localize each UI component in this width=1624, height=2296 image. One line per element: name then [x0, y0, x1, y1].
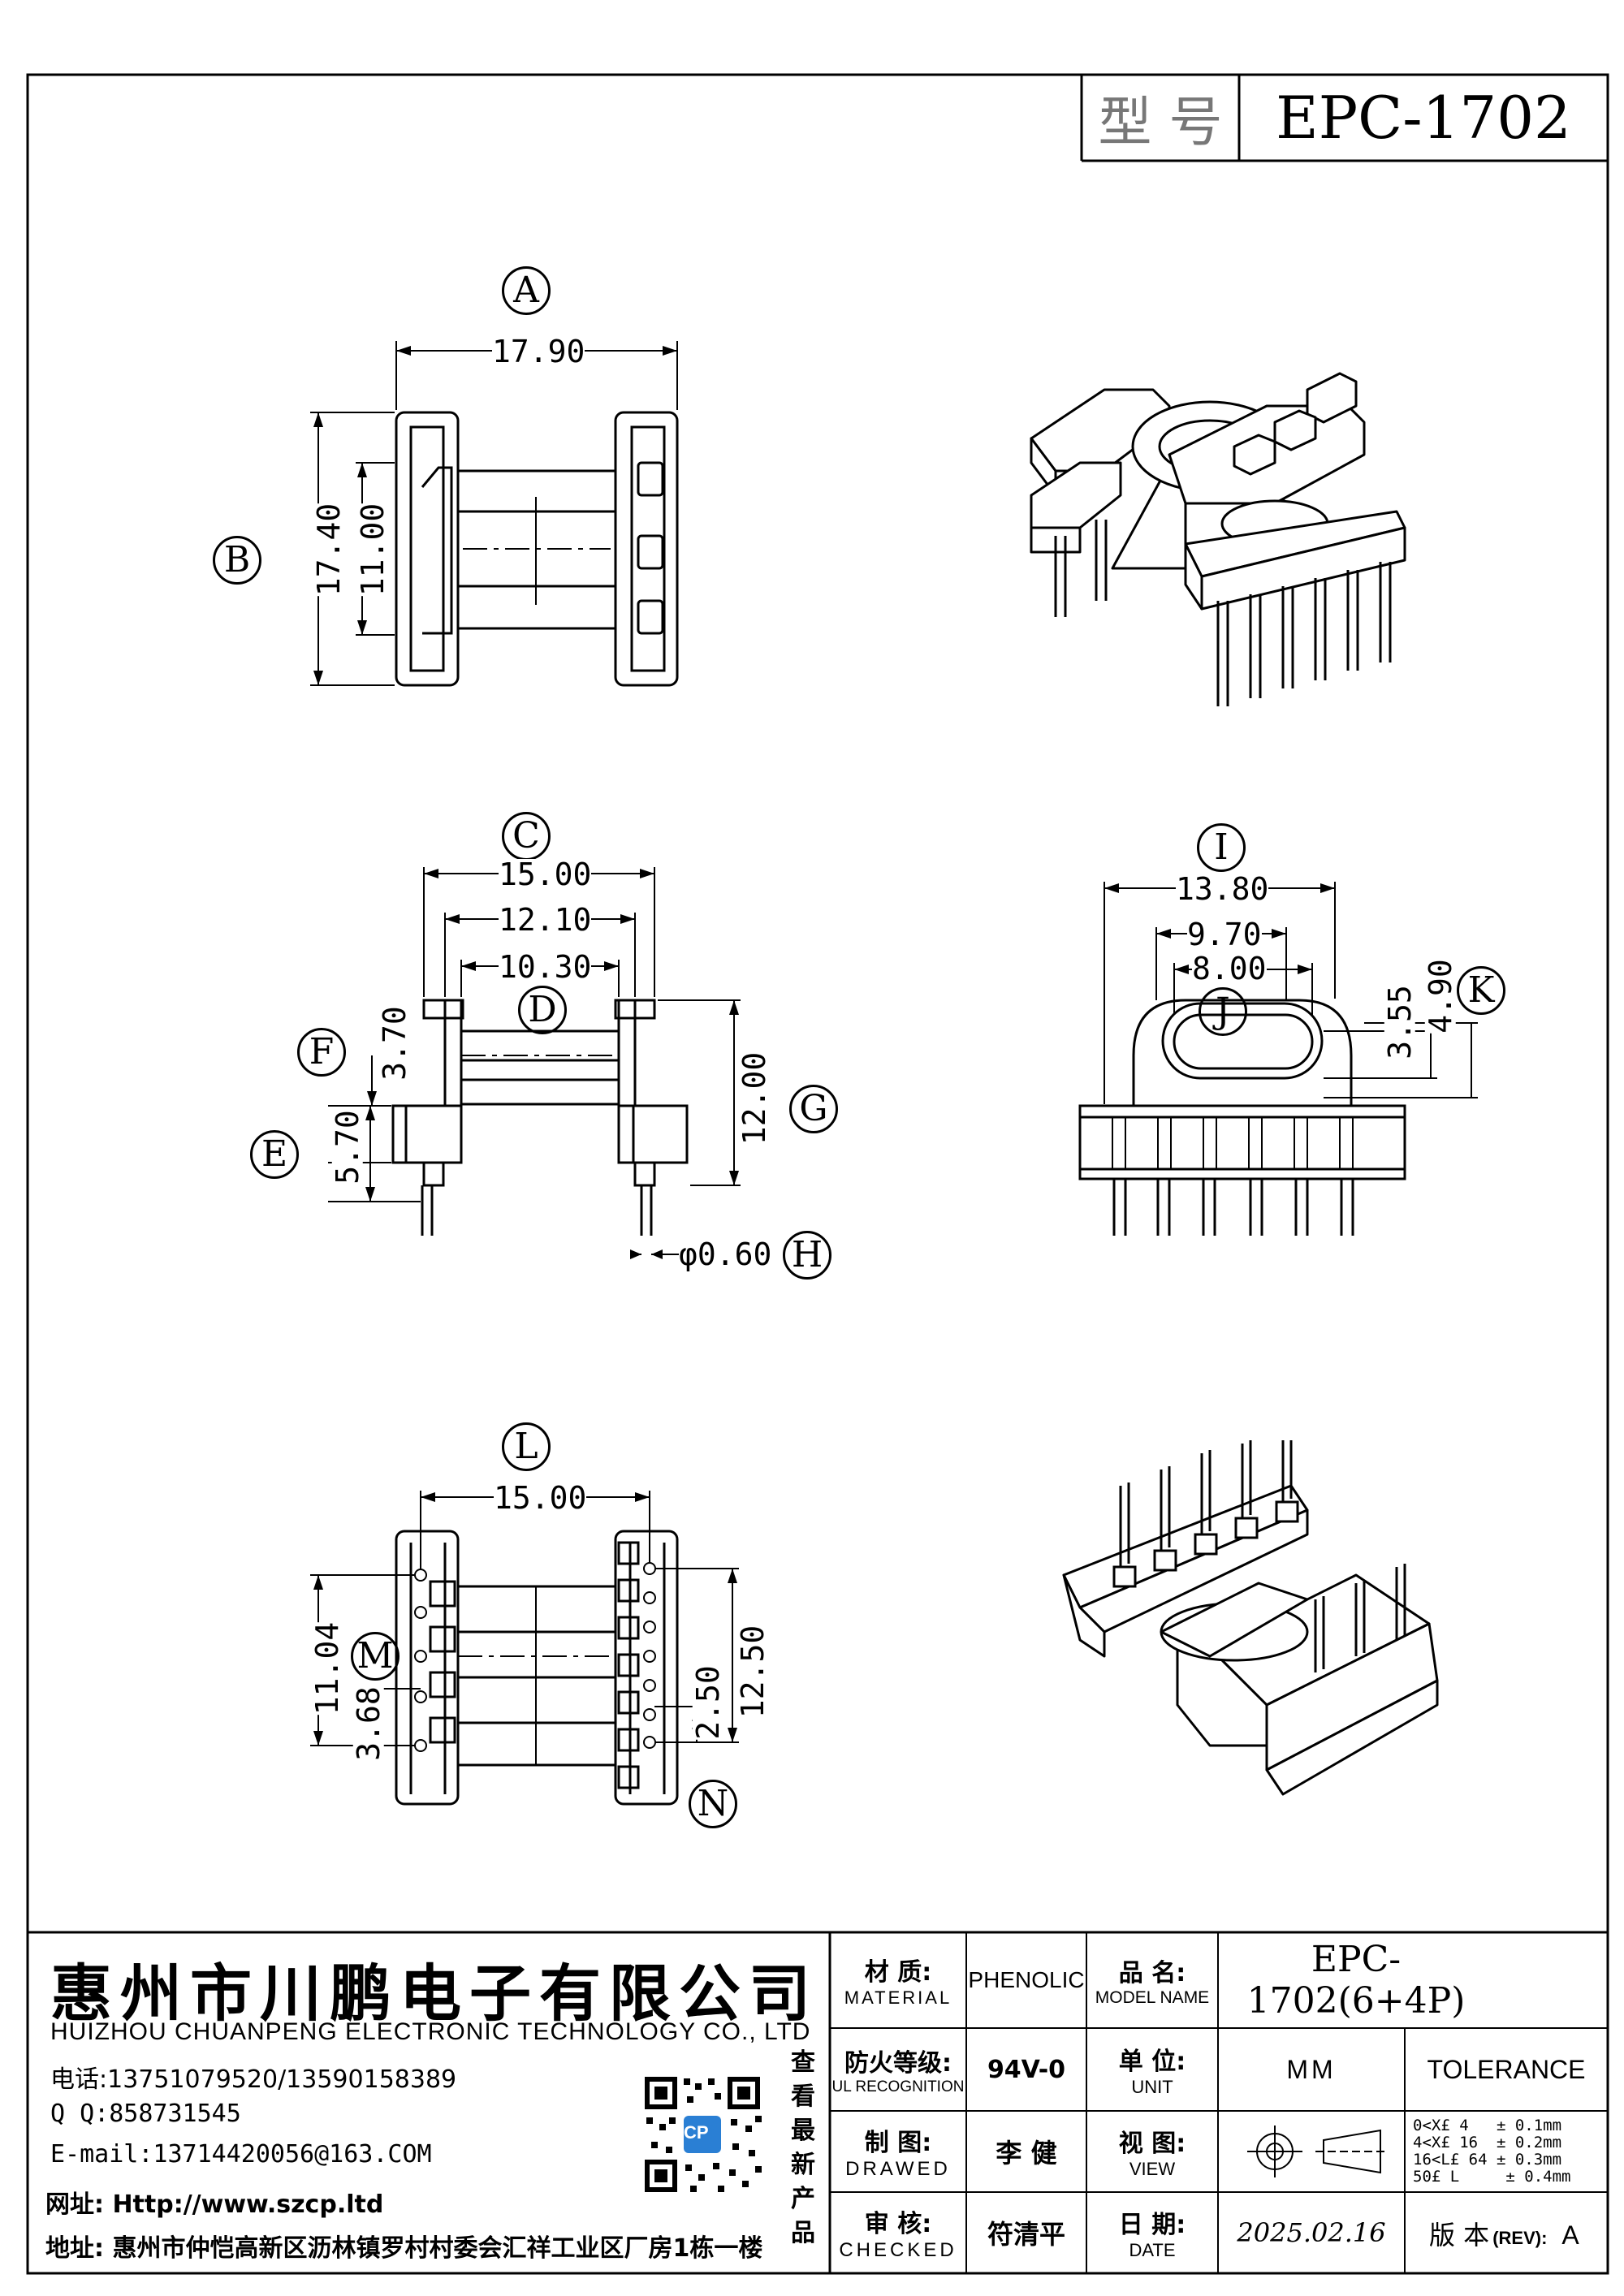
checked-label-en: CHECKED	[839, 2239, 957, 2261]
top-view-drawing	[310, 341, 679, 687]
company-email: E-mail:13714420056@163.COM	[50, 2140, 432, 2169]
view-label-en: VIEW	[1129, 2159, 1176, 2179]
checked-label-cell: 审 核: CHECKED	[830, 2192, 966, 2273]
model-name-value: EPC-1702(6+4P)	[1246, 1939, 1466, 2022]
material-label-cell: 材 质: MATERIAL	[830, 1932, 966, 2028]
rev-label-en: (REV):	[1492, 2228, 1548, 2248]
checked-value: 符清平	[987, 2219, 1065, 2250]
model-name-label-cell: 品 名: MODEL NAME	[1086, 1932, 1218, 2028]
revision-cell: 版 本 (REV): A	[1429, 2215, 1579, 2252]
material-value: PHENOLIC	[968, 1967, 1085, 1992]
model-name-label-en: MODEL NAME	[1095, 1988, 1210, 2007]
unit-label-en: UNIT	[1131, 2077, 1173, 2097]
company-phone: 电话:13751079520/13590158389	[50, 2065, 457, 2094]
dim-m-outer-value: 11.04	[309, 1621, 346, 1716]
qr-caption: 查看最新产品	[791, 2048, 815, 2247]
company-website[interactable]: 网址: Http://www.szcp.ltd	[45, 2190, 384, 2219]
ul-label-cell: 防火等级: UL RECOGNITION	[830, 2028, 966, 2111]
dim-h-value: φ0.60	[679, 1236, 772, 1272]
isometric-view-top	[1030, 372, 1406, 706]
callout-b: B	[213, 536, 261, 585]
dim-c-value: 15.00	[499, 857, 592, 892]
dim-b-outer-value: 17.40	[311, 503, 348, 597]
view-label-cn: 视 图:	[1118, 2130, 1186, 2158]
company-name-en: HUIZHOU CHUANPENG ELECTRONIC TECHNOLOGY …	[50, 2018, 811, 2045]
dim-m-inner-value: 3.68	[350, 1686, 387, 1761]
ul-value: 94V-0	[987, 2055, 1066, 2084]
unit-label-cn: 单 位:	[1118, 2048, 1186, 2076]
date-label-cell: 日 期: DATE	[1086, 2192, 1218, 2273]
model-value: EPC-1702	[1276, 84, 1571, 152]
isometric-view-bottom	[1062, 1440, 1439, 1796]
projection-symbol-icon	[1247, 2126, 1389, 2177]
callout-e: E	[250, 1130, 299, 1179]
tolerance-row: 16<L£ 64 ± 0.3mm	[1413, 2151, 1562, 2169]
unit-value: MM	[1286, 2054, 1337, 2084]
tolerance-table: 0<X£ 4 ± 0.1mm 4<X£ 16 ± 0.2mm 16<L£ 64 …	[1413, 2117, 1570, 2186]
side-view-drawing	[1078, 882, 1478, 1236]
tolerance-row: 0<X£ 4 ± 0.1mm	[1413, 2117, 1562, 2134]
checked-label-cn: 审 核:	[864, 2210, 932, 2238]
dim-n-outer-value: 12.50	[735, 1625, 771, 1719]
callout-m: M	[351, 1632, 400, 1681]
tolerance-label: TOLERANCE	[1427, 2054, 1586, 2084]
qr-badge-text: CP	[684, 2122, 709, 2143]
dim-d-inner-value: 10.30	[499, 949, 592, 985]
model-name-label-cn: 品 名:	[1118, 1959, 1186, 1987]
dim-l-value: 15.00	[494, 1480, 587, 1516]
dim-g-value: 12.00	[736, 1051, 773, 1146]
dim-k-outer-value: 4.90	[1422, 959, 1458, 1034]
material-label-cn: 材 质:	[864, 1958, 932, 1987]
view-label-cell: 视 图: VIEW	[1086, 2111, 1218, 2192]
date-value: 2025.02.16	[1237, 2217, 1386, 2248]
unit-label-cell: 单 位: UNIT	[1086, 2028, 1218, 2111]
callout-c: C	[502, 812, 551, 861]
callout-a: A	[502, 266, 551, 315]
dim-k-inner-value: 3.55	[1381, 985, 1418, 1060]
tolerance-row: 50£ L ± 0.4mm	[1413, 2168, 1571, 2186]
dim-f-value: 3.70	[376, 1006, 412, 1081]
ul-label-en: UL RECOGNITION	[831, 2078, 965, 2095]
date-label-en: DATE	[1129, 2240, 1176, 2260]
drawn-label-cell: 制 图: DRAWED	[830, 2111, 966, 2192]
drawn-label-en: DRAWED	[845, 2158, 951, 2180]
dim-b-inner-value: 11.00	[355, 503, 391, 597]
callout-k: K	[1457, 966, 1505, 1015]
dim-i-value: 13.80	[1176, 871, 1269, 907]
model-label: 型 号	[1098, 91, 1223, 153]
drawn-value: 李 健	[996, 2138, 1057, 2169]
callout-h: H	[783, 1231, 831, 1280]
rev-value: A	[1561, 2220, 1579, 2250]
callout-j: J	[1199, 987, 1247, 1036]
callout-f: F	[297, 1028, 346, 1077]
callout-l: L	[502, 1422, 551, 1471]
material-label-en: MATERIAL	[844, 1987, 952, 2008]
date-label-cn: 日 期:	[1118, 2211, 1186, 2239]
company-qq: Q Q:858731545	[50, 2100, 241, 2128]
dim-a-value: 17.90	[492, 334, 585, 369]
callout-g: G	[789, 1085, 838, 1133]
dim-d-outer-value: 12.10	[499, 902, 592, 938]
dim-j-outer-value: 9.70	[1187, 917, 1262, 952]
company-address: 地址: 惠州市仲恺高新区沥林镇罗村村委会汇祥工业区厂房1栋一楼	[45, 2234, 763, 2263]
dim-n-inner-value: 2.50	[689, 1665, 726, 1740]
rev-label: 版 本	[1429, 2220, 1490, 2251]
qr-code-image[interactable]	[641, 2074, 763, 2195]
tolerance-row: 4<X£ 16 ± 0.2mm	[1413, 2134, 1562, 2151]
drawn-label-cn: 制 图:	[864, 2129, 932, 2157]
dim-j-inner-value: 8.00	[1192, 951, 1267, 986]
ul-label-cn: 防火等级:	[844, 2049, 952, 2078]
dim-e-value: 5.70	[329, 1110, 365, 1185]
company-name-cn: 惠州市川鹏电子有限公司	[50, 1957, 818, 2030]
callout-i: I	[1197, 823, 1246, 872]
callout-n: N	[689, 1780, 737, 1828]
callout-d: D	[518, 986, 567, 1034]
